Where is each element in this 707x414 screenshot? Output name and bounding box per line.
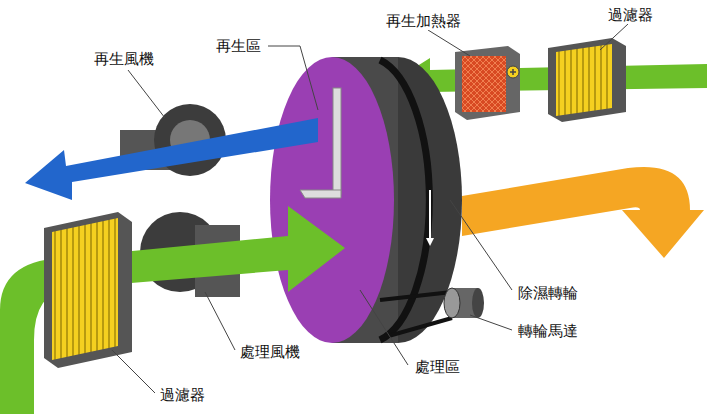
part-label: 再生風機 [92,50,156,68]
top-filter [548,38,626,122]
bottom-filter [44,212,132,368]
part-label: 過濾器 [606,6,655,24]
leader-lines [112,24,628,393]
regen-exhaust-air [25,118,318,200]
regen-heater [455,46,520,120]
process-inlet-air [0,206,345,414]
part-label: 轉輪馬達 [516,322,580,340]
part-label: 再生區 [214,37,263,55]
part-label: 再生加熱器 [384,12,463,30]
dry-supply-air [462,167,704,258]
part-label: 處理區 [413,358,462,376]
part-label: 除濕轉輪 [516,284,580,302]
part-label: 處理風機 [238,343,302,361]
part-label: 過濾器 [158,386,207,404]
wheel-motor [380,288,484,337]
